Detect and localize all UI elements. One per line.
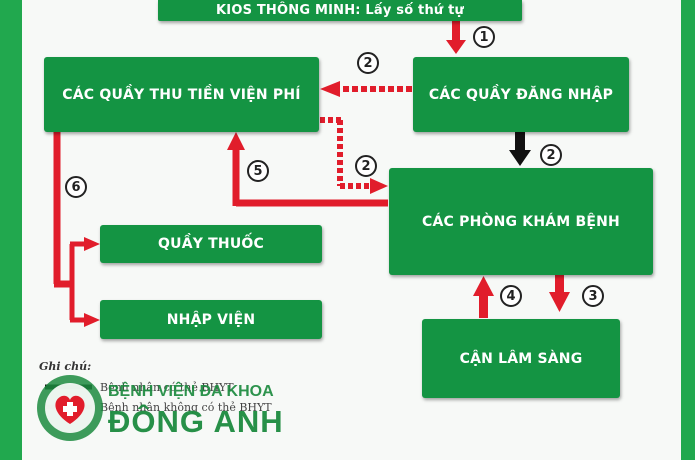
logo-line-1: BỆNH VIỆN ĐA KHOA bbox=[108, 383, 274, 400]
step-5-label: 5 bbox=[247, 160, 269, 182]
exam-rooms-box: CÁC PHÒNG KHÁM BỆNH bbox=[389, 168, 653, 275]
pharmacy-box: QUẦY THUỐC bbox=[100, 225, 322, 263]
legend-line-insured: Bệnh nhân có thẻ BHYT bbox=[100, 381, 234, 394]
kiosk-box: KIOS THÔNG MINH: Lấy số thứ tự bbox=[158, 0, 522, 21]
legend-line-uninsured: Bệnh nhân không có thẻ BHYT bbox=[100, 401, 272, 414]
step-2-right-label: 2 bbox=[540, 144, 562, 166]
step-6-label: 6 bbox=[65, 176, 87, 198]
legend-title: Ghi chú: bbox=[39, 360, 92, 373]
logo-line-2: ĐÔNG ANH bbox=[108, 404, 284, 439]
hospital-logo-icon bbox=[37, 375, 103, 441]
step-2-mid-label: 2 bbox=[355, 155, 377, 177]
paraclinical-box: CẬN LÂM SÀNG bbox=[422, 319, 620, 398]
step-1-label: 1 bbox=[473, 26, 495, 48]
registration-box: CÁC QUẦY ĐĂNG NHẬP bbox=[413, 57, 629, 132]
step-2-top-label: 2 bbox=[357, 52, 379, 74]
cashier-box: CÁC QUẦY THU TIỀN VIỆN PHÍ bbox=[44, 57, 319, 132]
step-3-label: 3 bbox=[582, 285, 604, 307]
admission-box: NHẬP VIỆN bbox=[100, 300, 322, 339]
step-4-label: 4 bbox=[500, 285, 522, 307]
legend: Ghi chú: Bệnh nhân có thẻ BHYT Bệnh nhân… bbox=[39, 360, 340, 440]
